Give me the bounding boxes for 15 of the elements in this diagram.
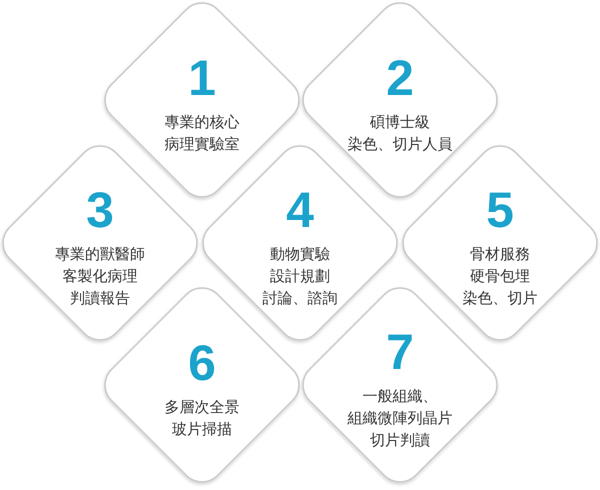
- step-number: 7: [386, 327, 414, 377]
- step-description: 多層次全景玻片掃描: [164, 397, 240, 440]
- step-description: 專業的獸醫師客製化病理判讀報告: [55, 244, 145, 309]
- step-number: 6: [188, 338, 216, 388]
- rounded-diamond-card: [302, 287, 498, 483]
- step-number: 2: [386, 53, 414, 103]
- step-number: 4: [286, 185, 314, 235]
- step-description: 骨材服務硬骨包埋染色、切片: [462, 244, 538, 309]
- step-number: 1: [188, 53, 216, 103]
- step-description: 動物實驗設計規劃討論、諮詢: [262, 244, 338, 309]
- step-description: 碩博士級染色、切片人員: [348, 112, 452, 155]
- step-description: 一般組織、組織微陣列晶片切片判讀: [348, 386, 452, 451]
- step-number: 5: [486, 185, 514, 235]
- step-number: 3: [86, 185, 114, 235]
- step-description: 專業的核心病理實驗室: [164, 112, 240, 155]
